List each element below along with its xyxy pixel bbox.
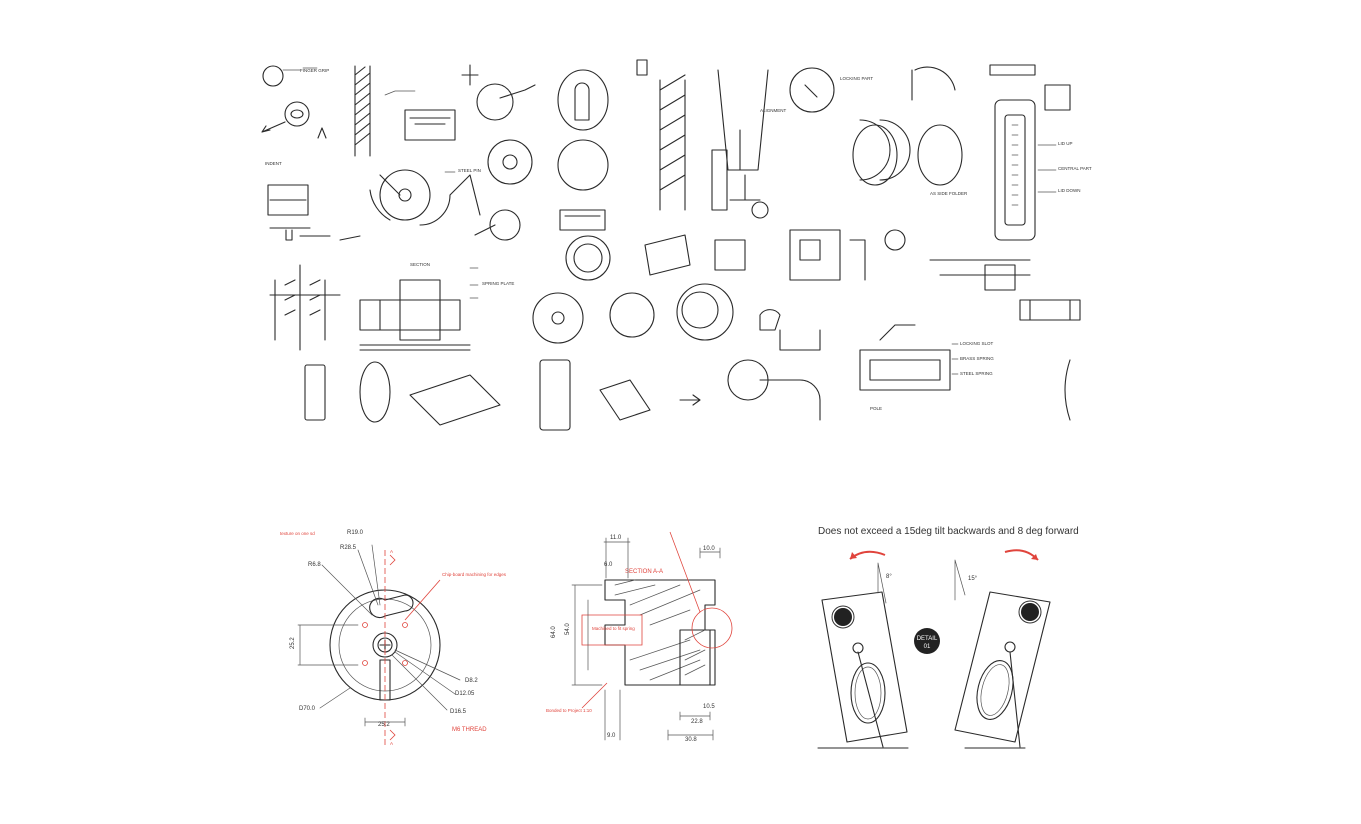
detail-label: DETAIL xyxy=(917,636,938,642)
note-spring-plate: SPRING PLATE xyxy=(482,281,514,286)
dim-11: 11.0 xyxy=(610,535,622,541)
svg-text:LOCKING PART: LOCKING PART xyxy=(840,76,873,81)
sketch-sheet: FINGER GRIP INDENT STEEL PIN xyxy=(261,59,1092,431)
sketch-cylinders xyxy=(532,234,746,344)
dim-64: 64.0 xyxy=(551,626,557,638)
section-mark-bottom: A xyxy=(390,741,393,746)
note-pole: POLE xyxy=(870,406,882,411)
tilt-diagram: Does not exceed a 15deg tilt backwards a… xyxy=(817,526,1079,749)
dim-22-8: 22.8 xyxy=(691,719,703,725)
note-lid-up: LID UP xyxy=(1058,141,1073,146)
dim-d70: D70.0 xyxy=(299,706,316,712)
note-chipboard: Chip-board machining for edges xyxy=(442,572,507,577)
dim-6: 6.0 xyxy=(604,562,613,568)
dim-d8: D8.2 xyxy=(465,678,478,684)
dim-10: 10.0 xyxy=(703,546,715,552)
sketch-funnel: ALIGNMENT xyxy=(717,69,787,219)
tech-drawing-disc: texture on one sd A A R19.0 R28.5 R6.8 2… xyxy=(280,530,507,746)
dim-d12: D12.05 xyxy=(455,691,475,697)
angle-back: 15° xyxy=(968,576,978,582)
sketch-rail: LID UP CENTRAL PART LID DOWN xyxy=(989,64,1092,241)
tech-drawing-section: SECTION A-A Machined to fit spring Bonde… xyxy=(546,531,733,743)
section-label: SECTION A-A xyxy=(625,569,663,575)
note-locking-slot: LOCKING SLOT xyxy=(960,341,994,346)
dim-9: 9.0 xyxy=(607,733,616,739)
svg-text:ALIGNMENT: ALIGNMENT xyxy=(760,108,787,113)
note-steel-pin: STEEL PIN xyxy=(458,168,481,173)
sketch-mechanism: LOCKING SLOT BRASS SPRING STEEL SPRING P… xyxy=(859,191,1081,411)
dim-r28: R28.5 xyxy=(340,545,357,551)
note-section: SECTION xyxy=(410,262,430,267)
note-as-side-folder: AS SIDE FOLDER xyxy=(930,191,968,196)
note-texture: texture on one sd xyxy=(280,531,315,536)
tilt-caption: Does not exceed a 15deg tilt backwards a… xyxy=(818,526,1079,537)
sketch-dial: LOCKING PART xyxy=(789,66,963,186)
dim-30-8: 30.8 xyxy=(685,737,697,743)
dim-d16: D16.5 xyxy=(450,709,467,715)
sketch-wall-mount xyxy=(636,59,728,211)
dim-r19: R19.0 xyxy=(347,530,364,536)
note-bonded: Bonded to Project 1:10 xyxy=(546,708,592,713)
note-central-part: CENTRAL PART xyxy=(1058,166,1092,171)
note-brass-spring: BRASS SPRING xyxy=(960,356,994,361)
sketch-slot-puck xyxy=(557,69,611,281)
sketch-housing xyxy=(759,229,906,351)
dim-r6: R6.8 xyxy=(308,562,321,568)
dim-25-bottom: 25.2 xyxy=(378,722,390,728)
sketch-section-plate: SECTION SPRING PLATE xyxy=(269,262,514,351)
sketch-row3 xyxy=(304,359,1071,431)
note-lid-down: LID DOWN xyxy=(1058,188,1081,193)
note-steel-spring: STEEL SPRING xyxy=(960,371,993,376)
note-m6-thread: M6 THREAD xyxy=(452,727,487,733)
note-finger-grip: FINGER GRIP xyxy=(300,68,329,73)
dim-25-left: 25.2 xyxy=(290,637,296,649)
sketch-grip-ring: FINGER GRIP INDENT xyxy=(261,65,329,241)
angle-front: 8° xyxy=(886,574,892,580)
detail-number: 01 xyxy=(924,644,931,650)
note-indent: INDENT xyxy=(265,161,282,166)
dim-54: 54.0 xyxy=(565,623,571,635)
note-machined: Machined to fit spring xyxy=(592,626,635,631)
sketch-section-wall: STEEL PIN xyxy=(269,65,481,241)
sketch-hook-disc xyxy=(461,64,536,241)
dim-10-5: 10.5 xyxy=(703,704,715,710)
section-mark-top: A xyxy=(390,549,393,554)
